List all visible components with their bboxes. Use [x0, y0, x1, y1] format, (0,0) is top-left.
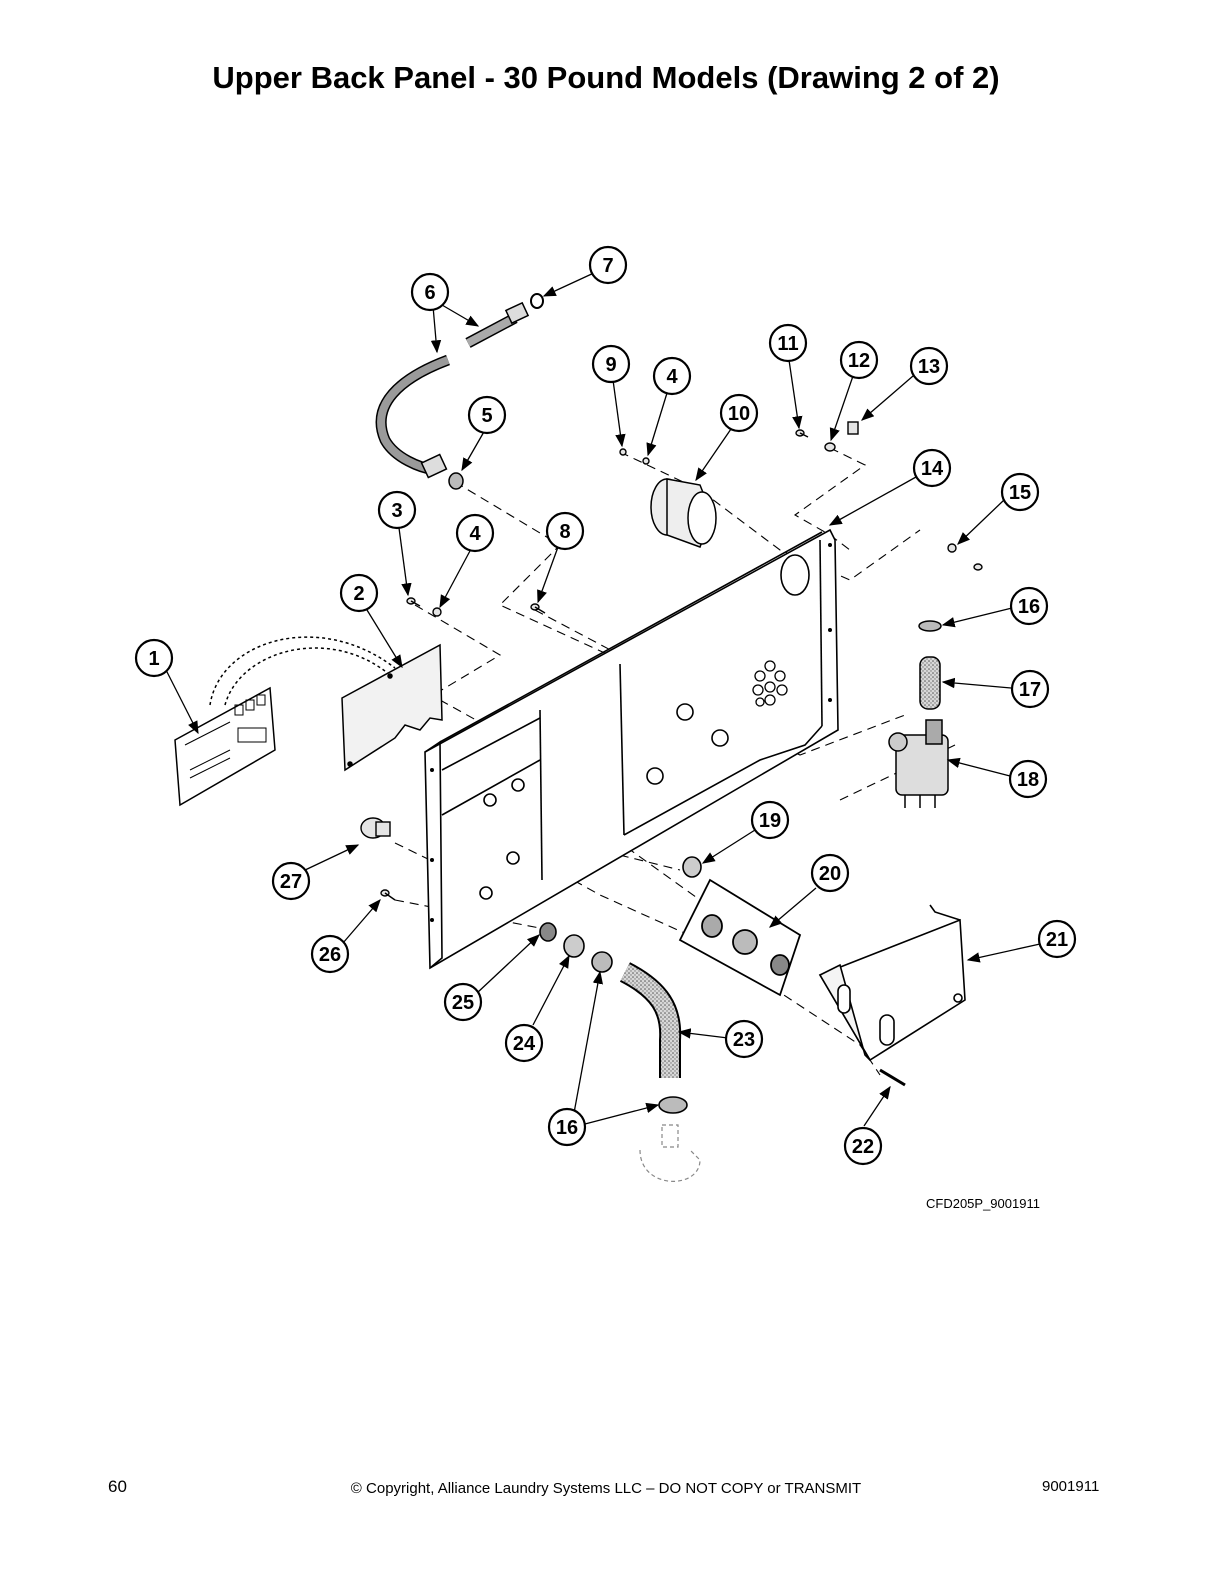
svg-text:8: 8 — [559, 521, 570, 543]
callout-6: 6 — [410, 272, 450, 312]
svg-text:7: 7 — [602, 255, 613, 277]
back-panel — [424, 528, 839, 970]
svg-text:23: 23 — [733, 1029, 755, 1051]
callout-7: 7 — [588, 245, 628, 285]
svg-text:13: 13 — [918, 356, 940, 378]
mounting-bracket — [818, 904, 966, 1062]
svg-text:14: 14 — [921, 458, 944, 480]
page-number: 60 — [108, 1477, 127, 1496]
callout-27: 27 — [271, 861, 311, 901]
callout-5: 5 — [467, 395, 507, 435]
callout-12: 12 — [839, 340, 879, 380]
svg-text:17: 17 — [1019, 679, 1041, 701]
svg-text:11: 11 — [777, 333, 798, 355]
svg-text:16: 16 — [556, 1117, 578, 1139]
svg-text:20: 20 — [819, 863, 841, 885]
water-valve-assembly — [888, 620, 949, 808]
callouts: 1 2 3 4 4 5 6 7 8 9 10 11 12 13 14 15 16… — [134, 245, 1077, 1166]
svg-text:15: 15 — [1009, 482, 1031, 504]
callout-4b: 4 — [652, 356, 692, 396]
svg-text:21: 21 — [1046, 929, 1068, 951]
callout-16a: 16 — [1009, 586, 1049, 626]
svg-text:27: 27 — [280, 871, 302, 893]
page-title: Upper Back Panel - 30 Pound Models (Draw… — [212, 60, 1000, 95]
callout-10: 10 — [719, 393, 759, 433]
svg-text:6: 6 — [424, 282, 435, 304]
svg-text:1: 1 — [148, 648, 159, 670]
callout-18: 18 — [1008, 759, 1048, 799]
svg-text:4: 4 — [666, 366, 678, 388]
inlet-hose — [375, 293, 544, 490]
callout-15: 15 — [1000, 472, 1040, 512]
fitting-kit-box — [678, 878, 802, 997]
callout-20: 20 — [810, 853, 850, 893]
svg-text:26: 26 — [319, 944, 341, 966]
svg-text:18: 18 — [1017, 769, 1039, 791]
callout-9: 9 — [591, 344, 631, 384]
callout-22: 22 — [843, 1126, 883, 1166]
callout-3: 3 — [377, 490, 417, 530]
copyright-notice: © Copyright, Alliance Laundry Systems LL… — [350, 1480, 862, 1497]
vent-fitting — [650, 478, 717, 548]
svg-text:24: 24 — [513, 1033, 536, 1055]
svg-text:12: 12 — [848, 350, 870, 372]
small-hardware — [360, 421, 983, 1087]
callout-13: 13 — [909, 346, 949, 386]
callout-17: 17 — [1010, 669, 1050, 709]
callout-1: 1 — [134, 638, 174, 678]
callout-26: 26 — [310, 934, 350, 974]
callout-23: 23 — [724, 1019, 764, 1059]
callout-21: 21 — [1037, 919, 1077, 959]
callout-2: 2 — [339, 573, 379, 613]
svg-text:16: 16 — [1018, 596, 1040, 618]
callout-24: 24 — [504, 1023, 544, 1063]
callout-25: 25 — [443, 982, 483, 1022]
svg-text:19: 19 — [759, 810, 781, 832]
svg-text:3: 3 — [391, 500, 402, 522]
document-number: 9001911 — [1042, 1478, 1100, 1495]
callout-11: 11 — [768, 323, 808, 363]
drawing-code: CFD205P_9001911 — [926, 1196, 1040, 1211]
svg-text:22: 22 — [852, 1136, 874, 1158]
cover-plate — [341, 643, 443, 772]
svg-text:2: 2 — [353, 583, 364, 605]
svg-text:9: 9 — [605, 354, 616, 376]
callout-19: 19 — [750, 800, 790, 840]
leader-arrows — [164, 271, 1041, 1127]
svg-text:10: 10 — [728, 403, 750, 425]
callout-4a: 4 — [455, 513, 495, 553]
drain-hose — [619, 962, 701, 1182]
callout-16b: 16 — [547, 1107, 587, 1147]
decal-plate — [174, 636, 396, 807]
svg-text:4: 4 — [469, 523, 481, 545]
svg-text:5: 5 — [481, 405, 492, 427]
drain-fittings — [539, 856, 702, 1114]
callout-14: 14 — [912, 448, 952, 488]
svg-text:25: 25 — [452, 992, 474, 1014]
callout-8: 8 — [545, 511, 585, 551]
